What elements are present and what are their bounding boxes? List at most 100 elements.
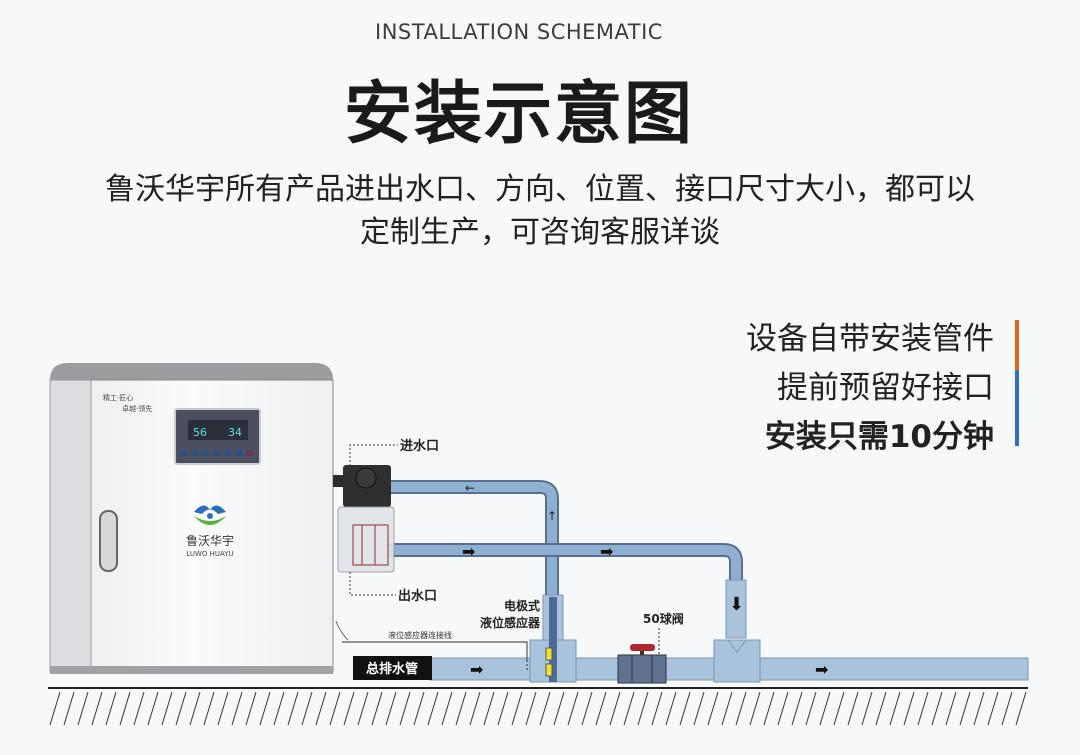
hatch-line — [259, 691, 271, 726]
hatch-line — [273, 691, 285, 726]
brand-name-en: LUWO HUAYU — [186, 550, 233, 558]
hatch-line — [693, 691, 705, 726]
display-left: 56 — [193, 426, 207, 439]
hatch-line — [161, 691, 173, 726]
hatch-line — [399, 691, 411, 726]
hatch-line — [973, 691, 985, 726]
hatch-line — [777, 691, 789, 726]
hatch-line — [455, 691, 467, 726]
hatch-line — [413, 691, 425, 726]
hatch-line — [385, 691, 397, 726]
hatch-line — [91, 691, 103, 726]
panel-button[interactable] — [224, 449, 232, 457]
slogan-1: 精工·匠心 — [103, 393, 133, 402]
hatch-line — [637, 691, 649, 726]
hatch-line — [1015, 691, 1027, 726]
label-sensor-wire: 液位感应器连接线 — [388, 630, 452, 640]
hatch-line — [889, 691, 901, 726]
subtitle-line-2: 定制生产，可咨询客服详谈 — [360, 215, 720, 250]
drain-tee — [713, 639, 761, 683]
panel-button[interactable] — [202, 449, 210, 457]
hatch-line — [147, 691, 159, 726]
hatch-line — [77, 691, 89, 726]
hatch-line — [959, 691, 971, 726]
hatch-line — [707, 691, 719, 726]
label-ball-valve: 50球阀 — [643, 611, 684, 626]
english-title: INSTALLATION SCHEMATIC — [375, 20, 663, 44]
hatch-line — [553, 691, 565, 726]
panel-button[interactable] — [235, 449, 243, 457]
brand-logo-icon — [194, 505, 226, 525]
svg-text:➡: ➡ — [462, 542, 475, 561]
hatch-line — [819, 691, 831, 726]
hatch-line — [511, 691, 523, 726]
panel-button[interactable] — [180, 449, 188, 457]
hatch-line — [203, 691, 215, 726]
hatch-line — [175, 691, 187, 726]
hatch-line — [651, 691, 663, 726]
hatch-line — [679, 691, 691, 726]
hatch-line — [441, 691, 453, 726]
slogan-2: 卓越·领先 — [122, 404, 152, 413]
hatch-line — [595, 691, 607, 726]
hatch-line — [1001, 691, 1013, 726]
hatch-line — [623, 691, 635, 726]
hatch-line — [665, 691, 677, 726]
hatch-line — [315, 691, 327, 726]
hatch-line — [133, 691, 145, 726]
svg-text:➡: ➡ — [600, 542, 613, 561]
hatch-line — [609, 691, 621, 726]
hatch-line — [749, 691, 761, 726]
hatch-line — [287, 691, 299, 726]
hatch-line — [945, 691, 957, 726]
page-title: 安装示意图 — [343, 75, 694, 154]
feature-3: 安装只需10分钟 — [764, 419, 994, 455]
hatch-line — [189, 691, 201, 726]
panel-button[interactable] — [191, 449, 199, 457]
hatch-line — [497, 691, 509, 726]
hatch-line — [539, 691, 551, 726]
hatch-line — [987, 691, 999, 726]
feature-1: 设备自带安装管件 — [746, 321, 994, 357]
panel-button[interactable] — [246, 449, 254, 457]
hatch-line — [721, 691, 733, 726]
svg-text:⬇: ⬇ — [729, 594, 744, 615]
door-handle[interactable] — [99, 510, 118, 572]
label-main-drain: 总排水管 — [366, 661, 418, 677]
hatch-line — [763, 691, 775, 726]
label-inlet: 进水口 — [400, 438, 439, 454]
ground — [48, 687, 1028, 726]
subtitle-line-1: 鲁沃华宇所有产品进出水口、方向、位置、接口尺寸大小，都可以 — [105, 172, 975, 207]
svg-text:↑: ↑ — [547, 509, 557, 523]
hatch-line — [483, 691, 495, 726]
accent-bar-blue — [1015, 370, 1019, 446]
hatch-line — [245, 691, 257, 726]
hatch-line — [371, 691, 383, 726]
water-treatment-cabinet: 精工·匠心 卓越·领先 56 34 鲁沃华宇 LUWO HUAYU — [49, 363, 395, 674]
ball-valve[interactable] — [617, 628, 667, 684]
hatch-line — [903, 691, 915, 726]
sensor-tee — [529, 597, 577, 683]
hatch-line — [735, 691, 747, 726]
hatch-line — [469, 691, 481, 726]
feature-2: 提前预留好接口 — [777, 370, 994, 406]
hatch-line — [301, 691, 313, 726]
hatch-line — [525, 691, 537, 726]
accent-bar-orange — [1015, 320, 1019, 370]
hatch-line — [567, 691, 579, 726]
hatch-line — [231, 691, 243, 726]
hatch-line — [791, 691, 803, 726]
label-sensor-type: 电极式 — [504, 598, 540, 613]
hatch-line — [875, 691, 887, 726]
hatch-line — [119, 691, 131, 726]
control-panel[interactable]: 56 34 — [174, 408, 261, 465]
hatch-line — [833, 691, 845, 726]
display-right: 34 — [228, 426, 242, 439]
hatch-line — [917, 691, 929, 726]
hatch-line — [343, 691, 355, 726]
svg-text:←: ← — [465, 481, 475, 495]
panel-button[interactable] — [213, 449, 221, 457]
label-outlet: 出水口 — [398, 588, 437, 604]
hatch-line — [329, 691, 341, 726]
